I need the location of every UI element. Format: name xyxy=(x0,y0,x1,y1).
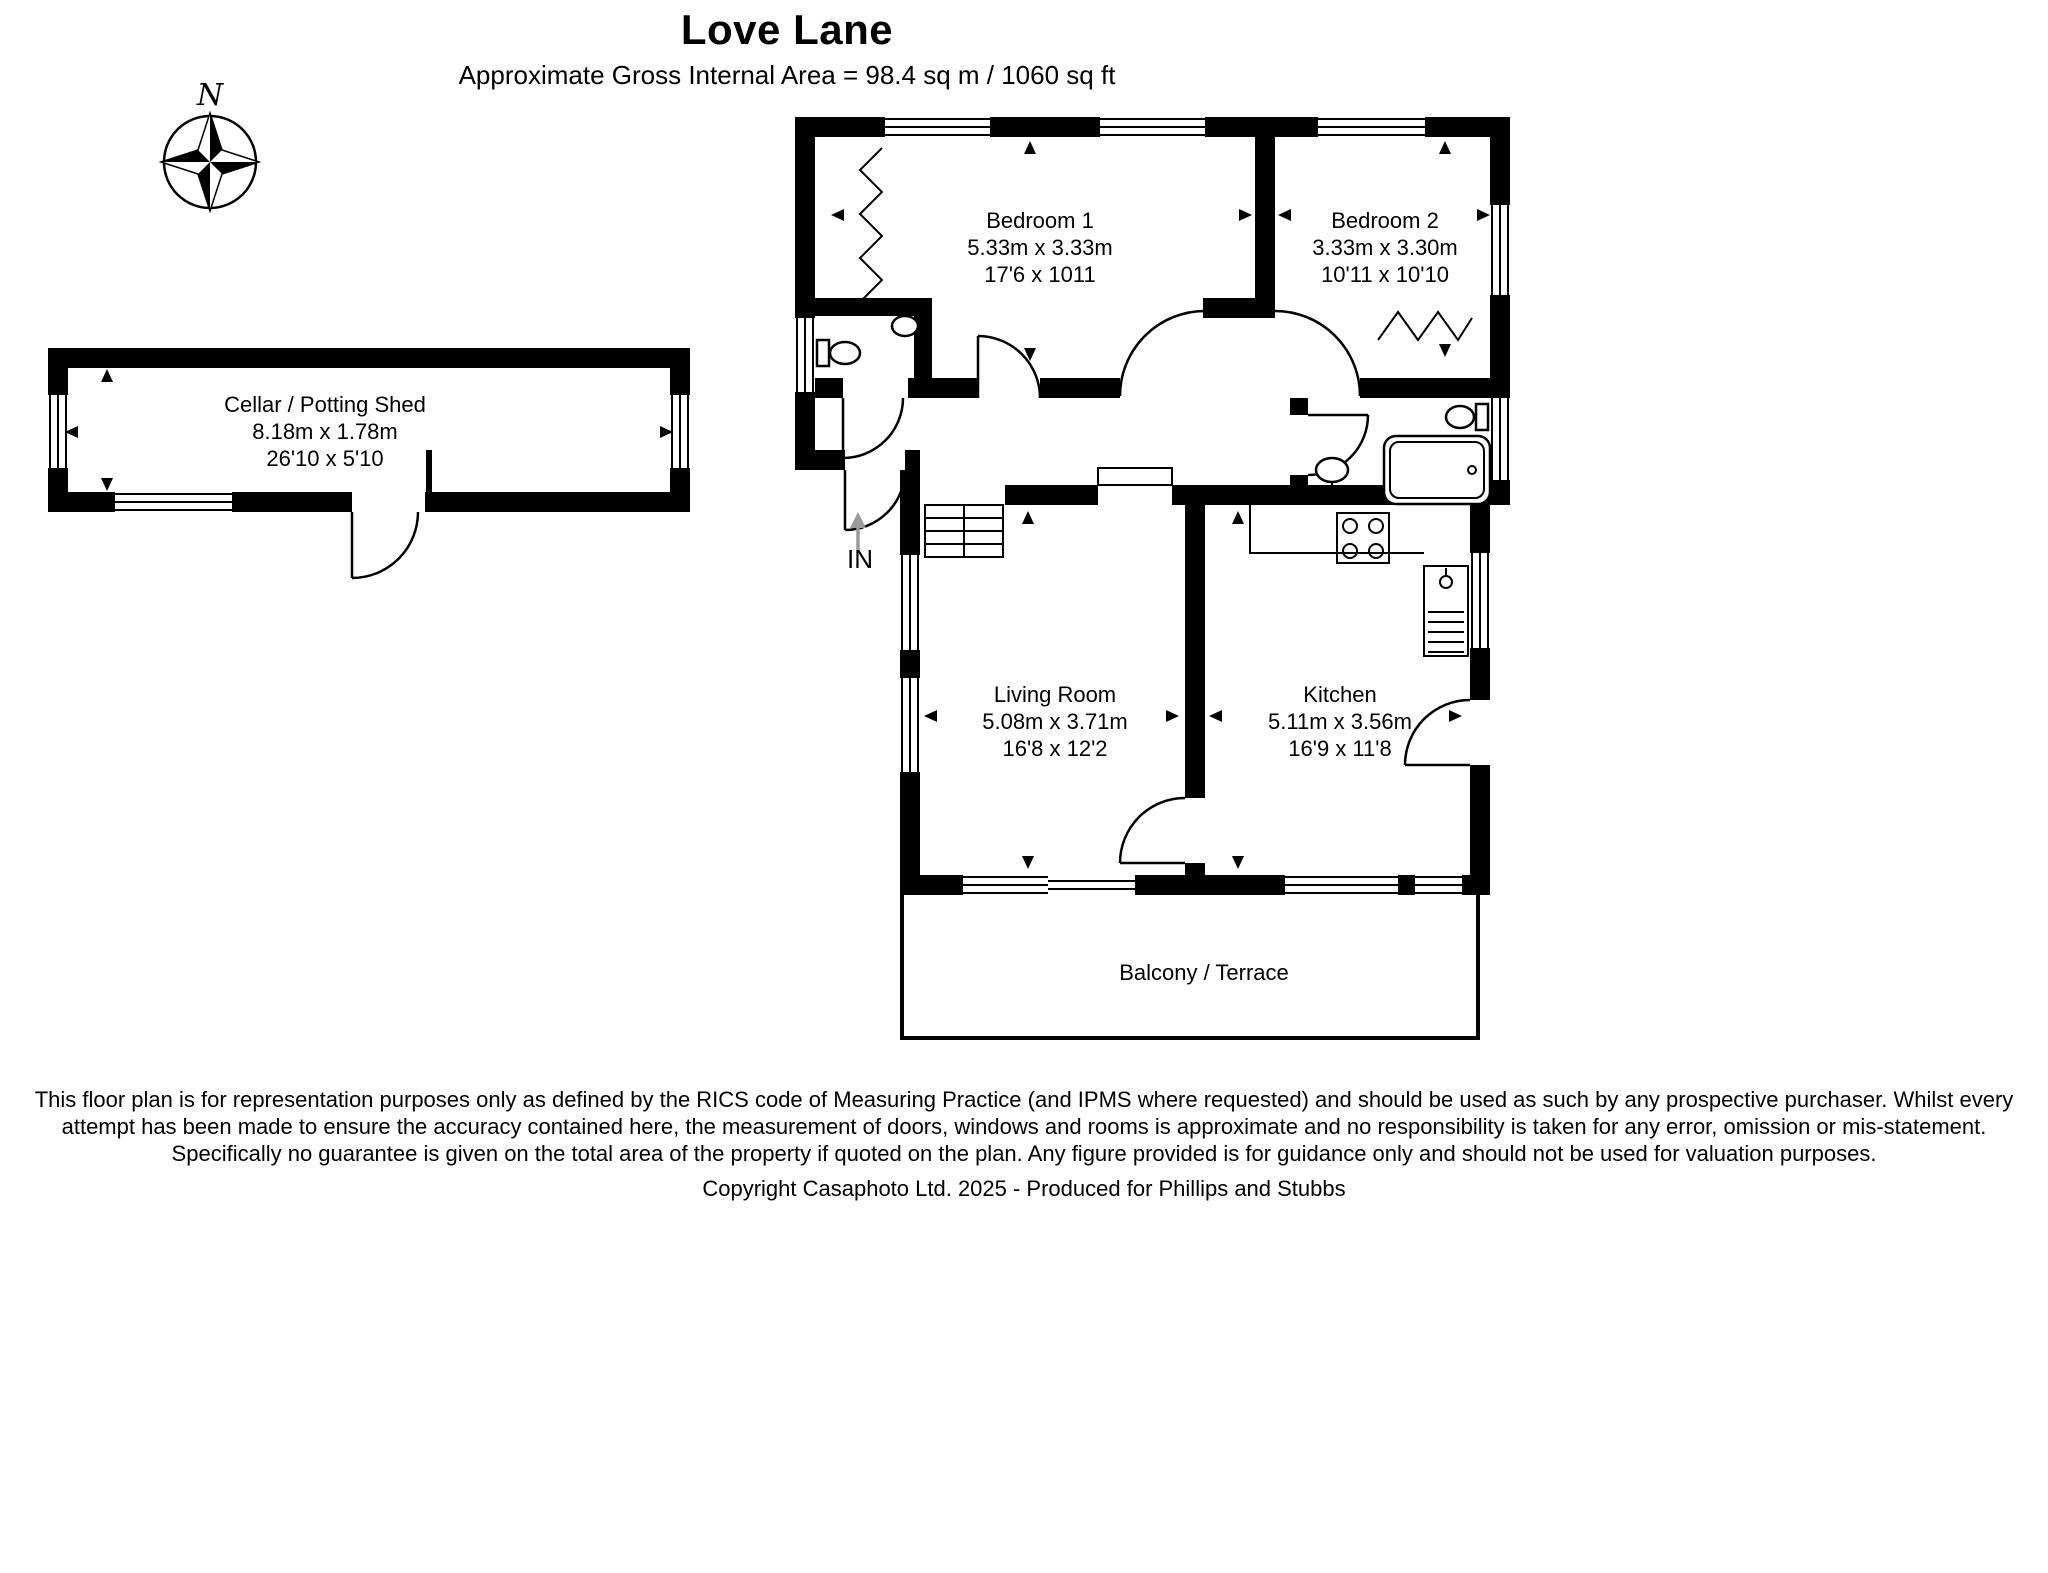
window-icon xyxy=(901,555,919,650)
room-label-balcony: Balcony / Terrace xyxy=(1119,960,1289,985)
wardrobe-icon xyxy=(858,147,884,303)
window-icon xyxy=(796,318,814,392)
kitchen-sink-icon xyxy=(1423,565,1469,657)
walls xyxy=(795,117,1510,895)
kitchen-counter xyxy=(1249,505,1424,554)
glazed-door-icon xyxy=(1048,880,1135,890)
bedroom1-door-icon xyxy=(976,334,1042,399)
door-icon xyxy=(350,511,420,580)
copyright-text: Copyright Casaphoto Ltd. 2025 - Produced… xyxy=(702,1176,1346,1201)
svg-text:Bedroom 1: Bedroom 1 xyxy=(986,208,1094,233)
window-icon xyxy=(963,876,1048,894)
window-icon xyxy=(1491,398,1509,480)
bathtub-icon xyxy=(1382,434,1492,506)
compass-north-label: N xyxy=(196,78,225,113)
svg-text:16'8 x 12'2: 16'8 x 12'2 xyxy=(1002,736,1107,761)
sink-icon xyxy=(890,308,920,338)
svg-text:3.33m x 3.30m: 3.33m x 3.30m xyxy=(1312,235,1458,260)
window-icon xyxy=(49,395,67,468)
svg-text:26'10 x 5'10: 26'10 x 5'10 xyxy=(266,446,383,471)
floor-plan: N xyxy=(48,78,1510,1040)
svg-text:5.33m x 3.33m: 5.33m x 3.33m xyxy=(967,235,1113,260)
landing-double-door-icon xyxy=(1118,309,1362,397)
fixtures xyxy=(815,147,1492,657)
window-icon xyxy=(1471,553,1489,648)
room-label-bedroom-2: Bedroom 2 3.33m x 3.30m 10'11 x 10'10 xyxy=(1312,208,1458,287)
room-labels: Cellar / Potting Shed 8.18m x 1.78m 26'1… xyxy=(224,208,1458,761)
svg-text:5.11m x 3.56m: 5.11m x 3.56m xyxy=(1268,709,1412,734)
room-label-bedroom-1: Bedroom 1 5.33m x 3.33m 17'6 x 1011 xyxy=(967,208,1113,287)
window-icon xyxy=(1100,118,1205,136)
svg-text:Living Room: Living Room xyxy=(994,682,1116,707)
window-icon xyxy=(1415,876,1462,894)
svg-text:16'9 x 11'8: 16'9 x 11'8 xyxy=(1288,736,1391,761)
window-icon xyxy=(1285,876,1398,894)
window-icon xyxy=(1491,205,1509,295)
entrance-marker: IN xyxy=(847,512,873,574)
balcony-terrace: Balcony / Terrace xyxy=(900,895,1480,1040)
wardrobe-icon xyxy=(1377,310,1473,342)
window-icon xyxy=(1318,118,1425,136)
svg-text:5.08m x 3.71m: 5.08m x 3.71m xyxy=(982,709,1128,734)
toilet-icon xyxy=(815,338,862,368)
window-icon xyxy=(115,493,232,511)
page-footer: This floor plan is for representation pu… xyxy=(0,1086,2048,1202)
toilet-icon xyxy=(1444,402,1490,432)
svg-text:17'6 x 1011: 17'6 x 1011 xyxy=(984,262,1095,287)
sink-icon xyxy=(1314,456,1350,488)
windows xyxy=(796,118,1509,894)
window-icon xyxy=(885,118,990,136)
cellar-building xyxy=(48,348,690,580)
compass-icon: N xyxy=(158,78,262,214)
svg-text:8.18m x 1.78m: 8.18m x 1.78m xyxy=(252,419,398,444)
page-header: Love Lane Approximate Gross Internal Are… xyxy=(0,6,1574,91)
svg-text:Kitchen: Kitchen xyxy=(1303,682,1376,707)
entrance-label: IN xyxy=(847,544,873,574)
in-arrow-head-icon xyxy=(850,512,866,528)
stairs-icon xyxy=(924,504,1004,558)
threshold-step xyxy=(1097,467,1173,486)
hob-icon xyxy=(1336,512,1390,564)
svg-text:Cellar / Potting Shed: Cellar / Potting Shed xyxy=(224,392,426,417)
disclaimer-text: This floor plan is for representation pu… xyxy=(34,1087,2014,1166)
doors xyxy=(841,309,1471,865)
room-label-cellar: Cellar / Potting Shed 8.18m x 1.78m 26'1… xyxy=(224,392,426,471)
svg-text:10'11 x 10'10: 10'11 x 10'10 xyxy=(1321,262,1449,287)
window-icon xyxy=(901,678,919,772)
kitchen-external-door-icon xyxy=(1403,698,1471,767)
room-label-kitchen: Kitchen 5.11m x 3.56m 16'9 x 11'8 xyxy=(1268,682,1412,761)
kitchen-internal-door-icon xyxy=(1118,796,1186,865)
room-label-living-room: Living Room 5.08m x 3.71m 16'8 x 12'2 xyxy=(982,682,1128,761)
page-subtitle: Approximate Gross Internal Area = 98.4 s… xyxy=(458,60,1116,90)
window-icon xyxy=(671,395,689,468)
wc-door-icon xyxy=(841,397,905,460)
svg-text:Bedroom 2: Bedroom 2 xyxy=(1331,208,1439,233)
page-title: Love Lane xyxy=(680,6,894,53)
